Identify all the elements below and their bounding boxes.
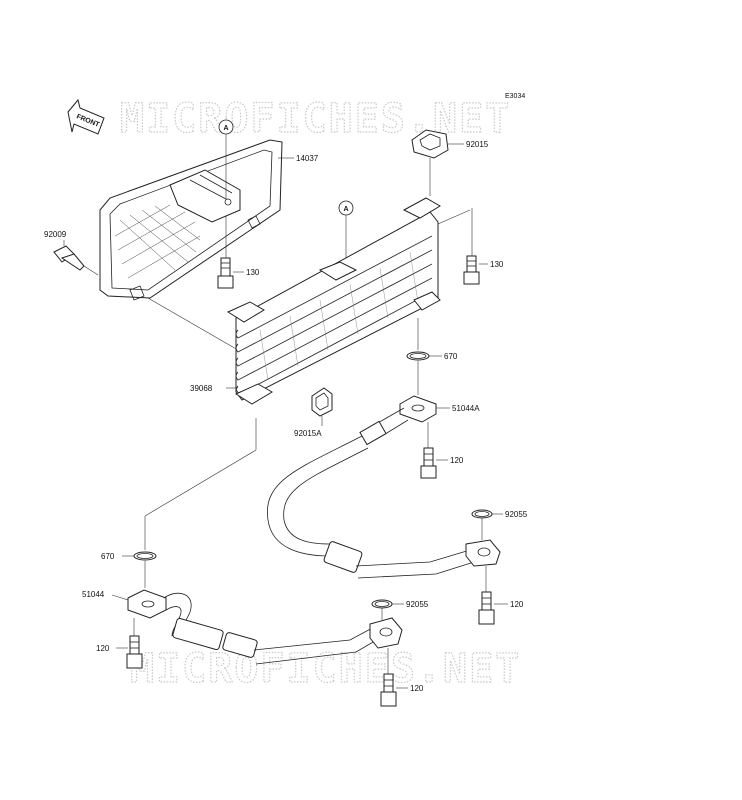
label-92015: 92015: [466, 140, 489, 149]
callout-a-right-text: A: [343, 206, 348, 213]
label-51044: 51044: [82, 590, 105, 599]
fitting-center: [369, 617, 403, 649]
label-92055-right: 92055: [505, 510, 528, 519]
label-130-left: 130: [246, 268, 260, 277]
bolt-130-left: [217, 216, 234, 289]
flange-51044a: [399, 395, 437, 423]
flange-51044: [127, 589, 167, 619]
callout-a-left-text: A: [223, 125, 228, 132]
label-92055-center: 92055: [406, 600, 429, 609]
cover-panel: [99, 139, 283, 301]
label-120-left: 120: [96, 644, 110, 653]
diagram-code: E3034: [505, 93, 525, 100]
label-670-top: 670: [444, 352, 458, 361]
bolt-120-mid: [420, 447, 437, 479]
label-92009: 92009: [44, 230, 67, 239]
bolt-120-bottom: [380, 673, 397, 707]
callout-a-left: [218, 119, 234, 135]
label-14037: 14037: [296, 154, 319, 163]
oil-cooler: [226, 197, 441, 405]
watermark-top: MICROFICHES.NET: [120, 96, 511, 142]
bolt-120-left: [126, 635, 143, 669]
label-670-left: 670: [101, 552, 115, 561]
label-51044a: 51044A: [452, 404, 480, 413]
bolt-130-right: [463, 208, 480, 285]
label-130-right: 130: [490, 260, 504, 269]
watermark-bottom: MICROFICHES.NET: [130, 646, 521, 692]
label-120-right: 120: [510, 600, 524, 609]
pipe-right: [266, 407, 475, 579]
label-39068: 39068: [190, 384, 213, 393]
label-120-bottom: 120: [410, 684, 424, 693]
pipe-left: [163, 592, 381, 665]
callout-a-right: [338, 200, 354, 216]
clip-92015-top: [411, 129, 449, 196]
front-arrow-icon: FRONT: [67, 98, 105, 135]
label-120-mid: 120: [450, 456, 464, 465]
clip-92015a: [311, 387, 333, 426]
fitting-right: [465, 539, 501, 567]
bolt-120-right: [478, 591, 495, 625]
label-92015a: 92015A: [294, 429, 322, 438]
screw-92009: [53, 245, 99, 276]
